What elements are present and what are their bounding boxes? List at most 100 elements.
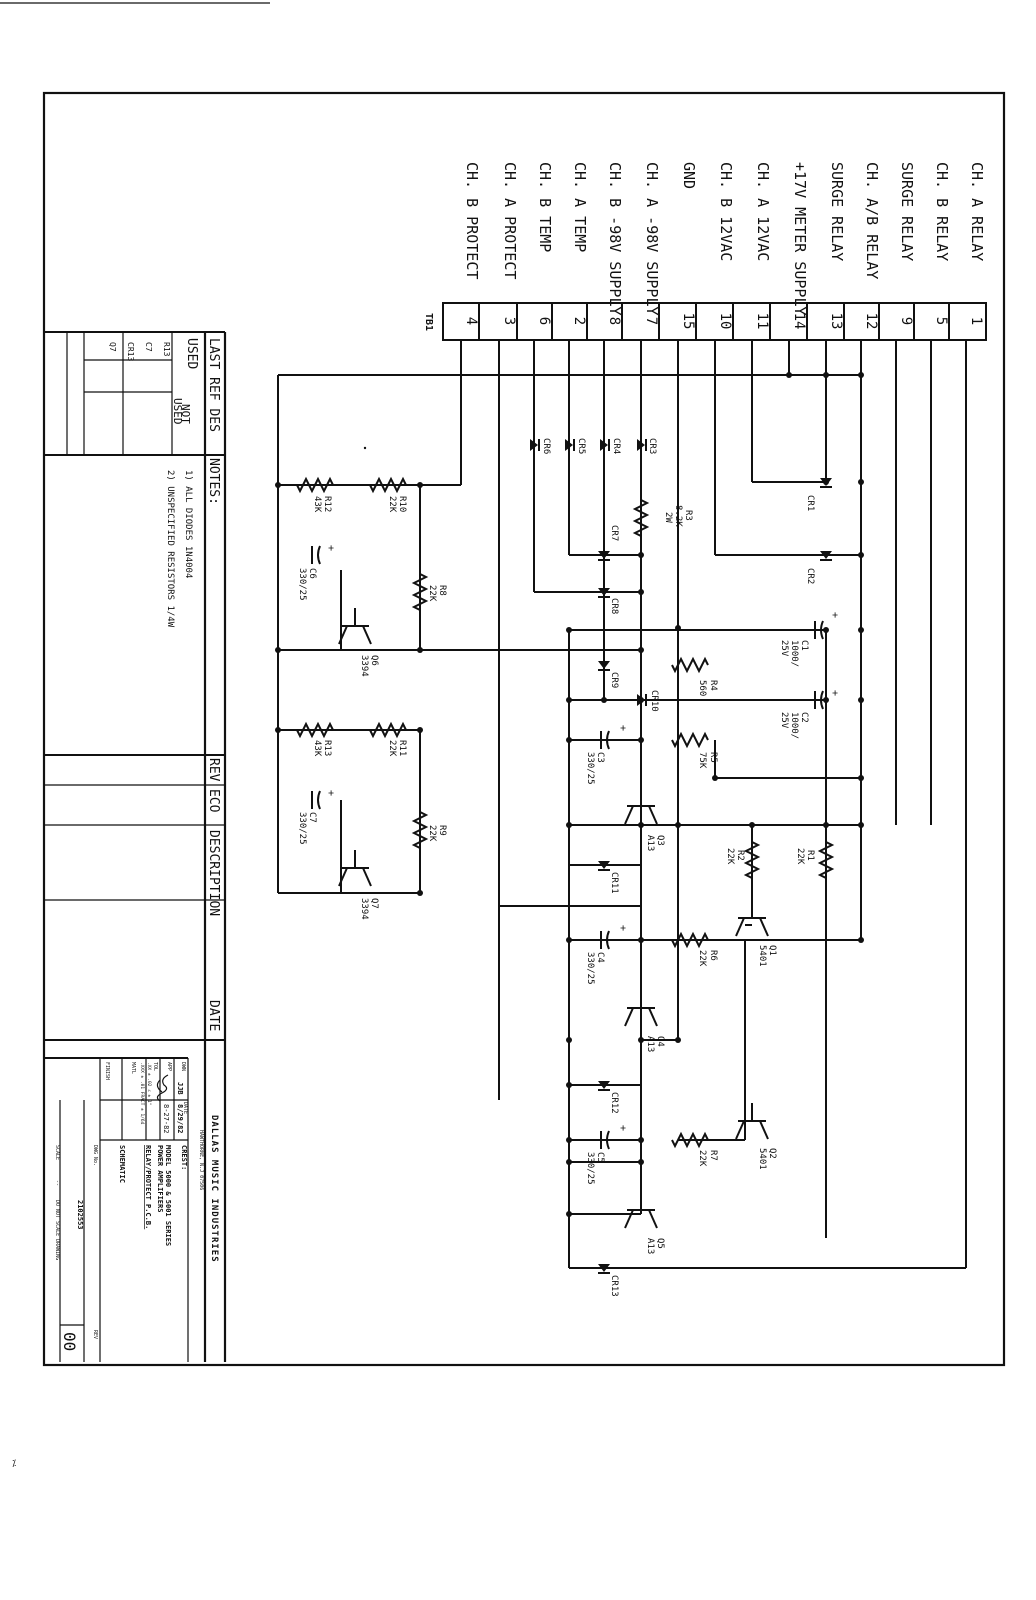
dwg-number: 2102553: [76, 1200, 84, 1230]
junction-dot: [675, 625, 681, 631]
c6-label: C6: [307, 568, 317, 579]
terminal-name-label: CH. B 12VAC: [717, 162, 735, 261]
cr10-diode: [637, 694, 645, 706]
eco-header: ECO: [206, 789, 221, 813]
terminal-pin-number: 7: [643, 317, 659, 325]
title-line-2: POWER AMPLIFIERS: [156, 1145, 164, 1212]
junction-dot: [823, 627, 829, 633]
cr9-diode: [598, 661, 610, 669]
c3-label: C3: [595, 752, 605, 763]
c3-label: 330/25: [585, 752, 595, 785]
terminal-pin-number: 3: [501, 317, 517, 325]
q2-transistor-collector: [735, 1120, 745, 1140]
terminal-pin-number: 1: [968, 317, 984, 325]
cr4-label: CR4: [611, 438, 621, 454]
drawn-label: DWN: [180, 1062, 186, 1071]
r5-label: 75K: [697, 752, 707, 769]
c2-label: C2: [799, 712, 809, 723]
junction-dot: [417, 647, 423, 653]
terminal-name-label: CH. A PROTECT: [501, 162, 519, 279]
r10-label: R10: [397, 496, 407, 512]
r11-label: 22K: [387, 740, 397, 757]
q6-label: Q6: [369, 655, 379, 666]
terminal-pin-number: 9: [898, 317, 914, 325]
cr11-label: CR11: [609, 872, 619, 894]
terminal-pin-number: 10: [717, 313, 733, 330]
q2-transistor-emitter: [759, 1120, 769, 1140]
q5-transistor-emitter: [648, 1209, 658, 1229]
junction-dot: [638, 1037, 644, 1043]
r9-label: R9: [437, 825, 447, 836]
c1-label: C1: [799, 640, 809, 651]
scan-speck: [363, 446, 367, 450]
junction-dot: [566, 737, 572, 743]
notes-header: NOTES:: [206, 458, 221, 505]
junction-dot: [566, 1137, 572, 1143]
q1-label: Q1: [767, 945, 777, 956]
cr2-label: CR2: [805, 568, 815, 584]
r3-label: R3: [683, 510, 693, 521]
junction-dot: [566, 1211, 572, 1217]
r11-label: R11: [397, 740, 407, 756]
q4-label: Q4: [655, 1036, 665, 1047]
junction-dot: [638, 737, 644, 743]
cr9-label: CR9: [609, 672, 619, 688]
terminal-pin-number: 5: [933, 317, 949, 325]
r13-label: R13: [322, 740, 332, 756]
terminal-pin-number: 8: [606, 317, 622, 325]
r8-label: R8: [437, 585, 447, 596]
junction-dot: [275, 482, 281, 488]
r6-label: R6: [708, 950, 718, 961]
r5-label: R5: [708, 752, 718, 763]
c2-label: 25V: [779, 712, 789, 729]
terminal-name-label: CH. B -98V SUPPLY: [606, 162, 624, 316]
junction-dot: [858, 937, 864, 943]
r1-label: 22K: [795, 848, 805, 865]
approved-date: 8-27-82: [162, 1104, 170, 1134]
junction-dot: [601, 697, 607, 703]
q7-transistor-emitter: [362, 867, 372, 887]
terminal-pin-number: 12: [863, 313, 879, 330]
q5-transistor-collector: [624, 1209, 634, 1229]
junction-dot: [638, 589, 644, 595]
finish-label: FINISH: [104, 1062, 110, 1080]
r7-label: 22K: [697, 1150, 707, 1167]
cr13-label: CR13: [609, 1275, 619, 1297]
description-header: DESCRIPTION: [206, 830, 221, 916]
tolerance-line-1: .XX ± .02 ∠ ± 1°: [146, 1062, 152, 1106]
junction-dot: [417, 890, 423, 896]
junction-dot: [638, 822, 644, 828]
cr12-label: CR12: [609, 1092, 619, 1114]
cr1-diode: [820, 478, 832, 486]
terminal-pin-number: 4: [463, 317, 479, 325]
c4-capacitor-curve: [606, 930, 610, 950]
cr13-diode: [598, 1264, 610, 1272]
junction-dot: [566, 627, 572, 633]
company-name: DALLAS MUSIC INDUSTRIES: [209, 1115, 219, 1263]
c1-capacitor-curve: [820, 620, 824, 640]
q7-label: Q7: [369, 898, 379, 909]
r13-label: 43K: [312, 740, 322, 757]
r5-resistor: [671, 731, 709, 749]
junction-dot: [638, 552, 644, 558]
terminal-block-label: TB1: [423, 313, 434, 331]
r6-label: 22K: [697, 950, 707, 967]
c7-label: 330/25: [297, 812, 307, 845]
c1-label: 25V: [779, 640, 789, 657]
c2-label: 1000/: [789, 712, 799, 739]
ref-used-c7: C7: [144, 342, 153, 352]
drawing-type: SCHEMATIC: [118, 1145, 126, 1183]
q5-label: Q5: [655, 1238, 665, 1249]
r6-resistor: [671, 931, 709, 949]
cr4-diode: [600, 439, 608, 451]
r10-resistor: [369, 476, 407, 494]
junction-dot: [638, 1159, 644, 1165]
c5-label: C5: [595, 1152, 605, 1163]
tolerance-line-2: .XXX ± .01 FRACT ± 1/64: [139, 1062, 145, 1125]
junction-dot: [275, 647, 281, 653]
junction-dot: [566, 1037, 572, 1043]
cr10-label: CR10: [649, 690, 659, 712]
r7-resistor: [671, 1131, 709, 1149]
